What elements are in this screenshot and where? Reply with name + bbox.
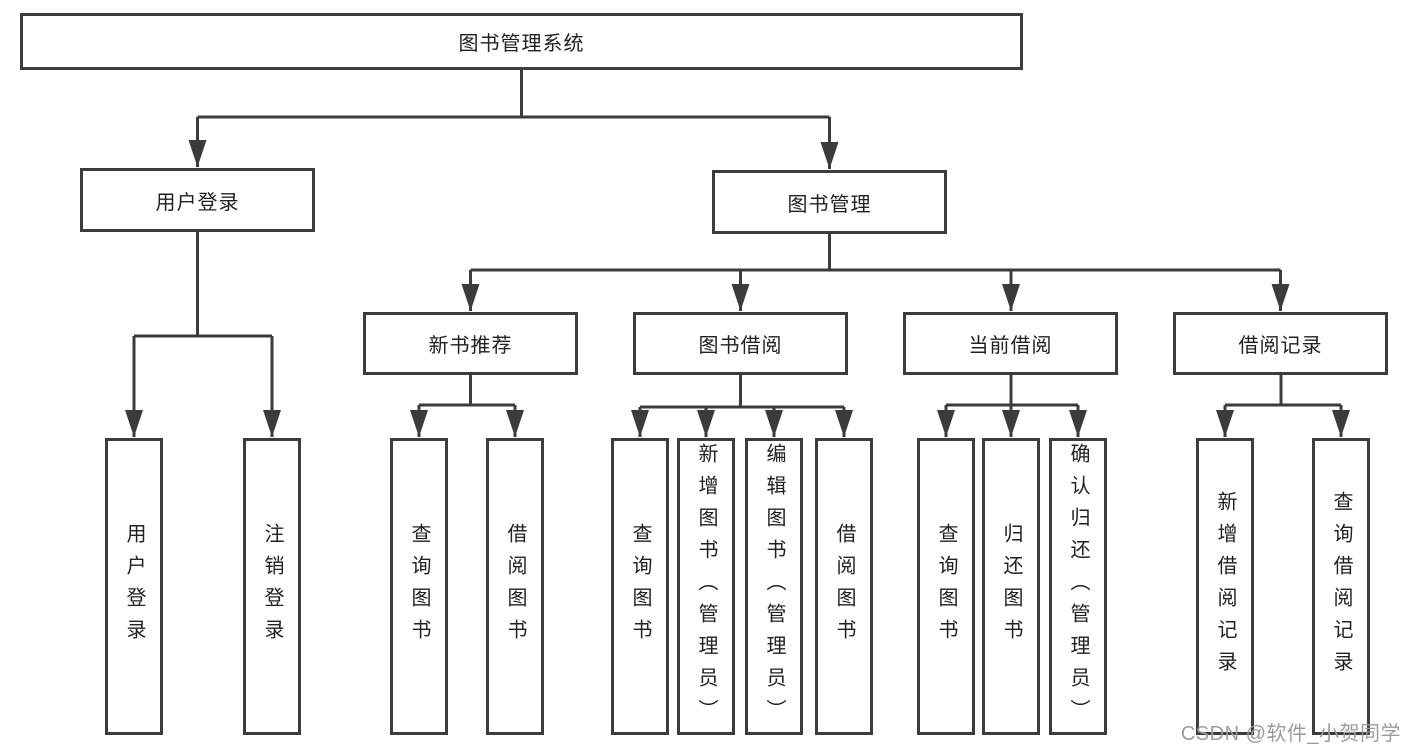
leaf-query-borrow-record: 查询借阅记录 (1312, 438, 1370, 735)
node-library-management-system: 图书管理系统 (20, 13, 1023, 70)
leaf-query-books: 查询图书 (390, 438, 448, 735)
leaf-logout-login: 注销登录 (243, 438, 301, 735)
node-current-borrow: 当前借阅 (903, 312, 1118, 375)
leaf-edit-books-admin: 编辑图书（管理员） (745, 438, 803, 735)
node-new-book-recommend: 新书推荐 (363, 312, 578, 375)
leaf-add-borrow-record: 新增借阅记录 (1196, 438, 1254, 735)
leaf-user-login: 用户登录 (105, 438, 163, 735)
node-book-borrow: 图书借阅 (633, 312, 848, 375)
leaf-query-books: 查询图书 (917, 438, 975, 735)
leaf-borrow-books: 借阅图书 (815, 438, 873, 735)
csdn-watermark: CSDN @软件_小贺同学 (1180, 723, 1401, 745)
leaf-confirm-return-admin: 确认归还（管理员） (1049, 438, 1107, 735)
connector-trunks (134, 70, 1341, 409)
node-user-login: 用户登录 (80, 168, 315, 232)
leaf-add-books-admin: 新增图书（管理员） (677, 438, 735, 735)
leaf-return-books: 归还图书 (982, 438, 1040, 735)
node-borrow-records: 借阅记录 (1173, 312, 1388, 375)
leaf-borrow-books: 借阅图书 (486, 438, 544, 735)
node-book-management: 图书管理 (712, 170, 947, 234)
leaf-query-books: 查询图书 (611, 438, 669, 735)
